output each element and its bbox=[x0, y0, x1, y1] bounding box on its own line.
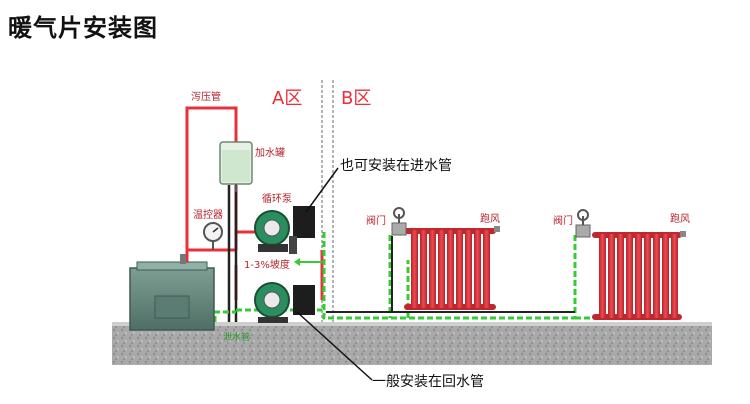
boiler bbox=[129, 254, 215, 331]
vent-1-label: 跑风 bbox=[480, 212, 500, 225]
vent-1-icon bbox=[494, 226, 500, 232]
pump-upper bbox=[254, 206, 315, 254]
callout-top-leader bbox=[305, 167, 339, 213]
radiator-2 bbox=[592, 232, 682, 320]
ground-floor bbox=[112, 325, 712, 365]
zone-b-label: B区 bbox=[341, 88, 371, 109]
valve-1-label: 阀门 bbox=[366, 214, 386, 227]
vent-2-icon bbox=[680, 231, 686, 237]
expansion-pipe-label: 泻压管 bbox=[191, 90, 221, 103]
valve-2-label: 阀门 bbox=[553, 214, 573, 227]
water-tank bbox=[219, 141, 253, 192]
callout-bottom-leader bbox=[296, 311, 373, 381]
valve-1-icon bbox=[391, 207, 407, 236]
callout-top: 也可安装在进水管 bbox=[340, 158, 452, 174]
vent-2-label: 跑风 bbox=[670, 212, 690, 225]
pump-label: 循环泵 bbox=[262, 192, 292, 205]
callout-bottom: 一般安装在回水管 bbox=[372, 374, 484, 390]
thermostat-label: 温控器 bbox=[193, 208, 223, 221]
drain-label: 泄水管 bbox=[223, 331, 250, 343]
slope-label: 1-3%坡度 bbox=[244, 258, 290, 271]
water-tank-label: 加水罐 bbox=[255, 146, 285, 159]
thermostat-gauge bbox=[203, 222, 223, 250]
diagram-title: 暖气片安装图 bbox=[8, 14, 158, 42]
radiator-1 bbox=[404, 228, 496, 310]
return-pipes bbox=[227, 185, 238, 322]
valve-2-icon bbox=[575, 209, 591, 238]
pump-lower bbox=[254, 282, 315, 323]
zone-a-label: A区 bbox=[272, 88, 302, 109]
